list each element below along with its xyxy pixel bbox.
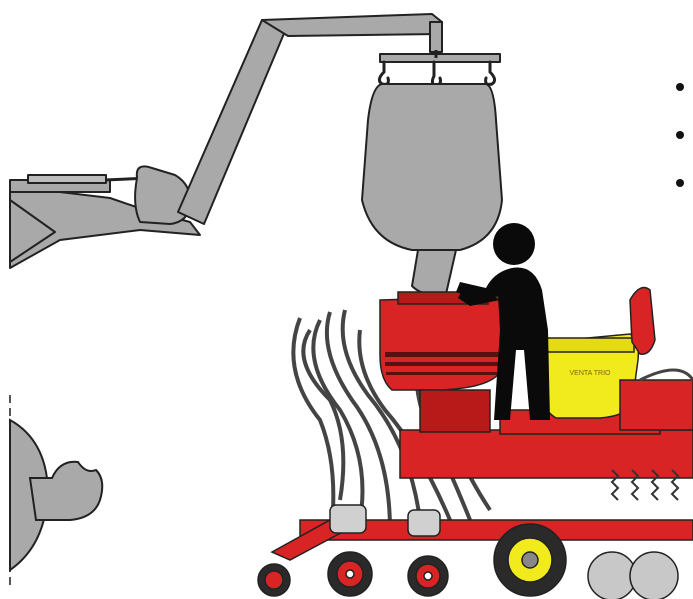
disc-coulters bbox=[588, 552, 678, 599]
metering-unit-2 bbox=[408, 510, 440, 536]
crane-main-boom bbox=[178, 20, 288, 224]
bullet-item bbox=[676, 80, 690, 94]
press-wheel-1 bbox=[328, 552, 372, 596]
hopper-support bbox=[420, 390, 490, 432]
main-frame bbox=[400, 430, 693, 478]
lifting-hooks bbox=[379, 62, 494, 86]
fertilizer-hopper-open-lid bbox=[630, 288, 655, 355]
crane-top-boom bbox=[262, 14, 442, 36]
drive-wheel bbox=[494, 524, 566, 596]
metering-unit-1 bbox=[330, 505, 366, 533]
hydraulic-rod bbox=[28, 175, 106, 183]
seed-hopper bbox=[380, 296, 508, 390]
big-bag-spout bbox=[412, 250, 456, 295]
machine-badge: VENTA TRIO bbox=[570, 370, 612, 377]
operator-head bbox=[493, 223, 535, 265]
fertilizer-hopper-rim bbox=[542, 338, 634, 352]
right-frame bbox=[620, 380, 693, 430]
big-bag-body bbox=[362, 84, 502, 250]
bullet-item bbox=[676, 176, 690, 190]
seed-drill-machine: VENTA TRIO bbox=[258, 288, 693, 599]
lifting-bar bbox=[380, 54, 500, 62]
front-support-wheel bbox=[258, 564, 290, 596]
crane-pivot-block bbox=[135, 166, 190, 224]
crane-lower-part bbox=[10, 395, 102, 590]
crane-hanger bbox=[430, 22, 442, 52]
press-wheel-2 bbox=[408, 556, 448, 596]
right-hose bbox=[640, 370, 693, 380]
bullet-item bbox=[676, 128, 690, 142]
big-bag bbox=[362, 84, 502, 295]
bullet-list bbox=[676, 80, 690, 224]
